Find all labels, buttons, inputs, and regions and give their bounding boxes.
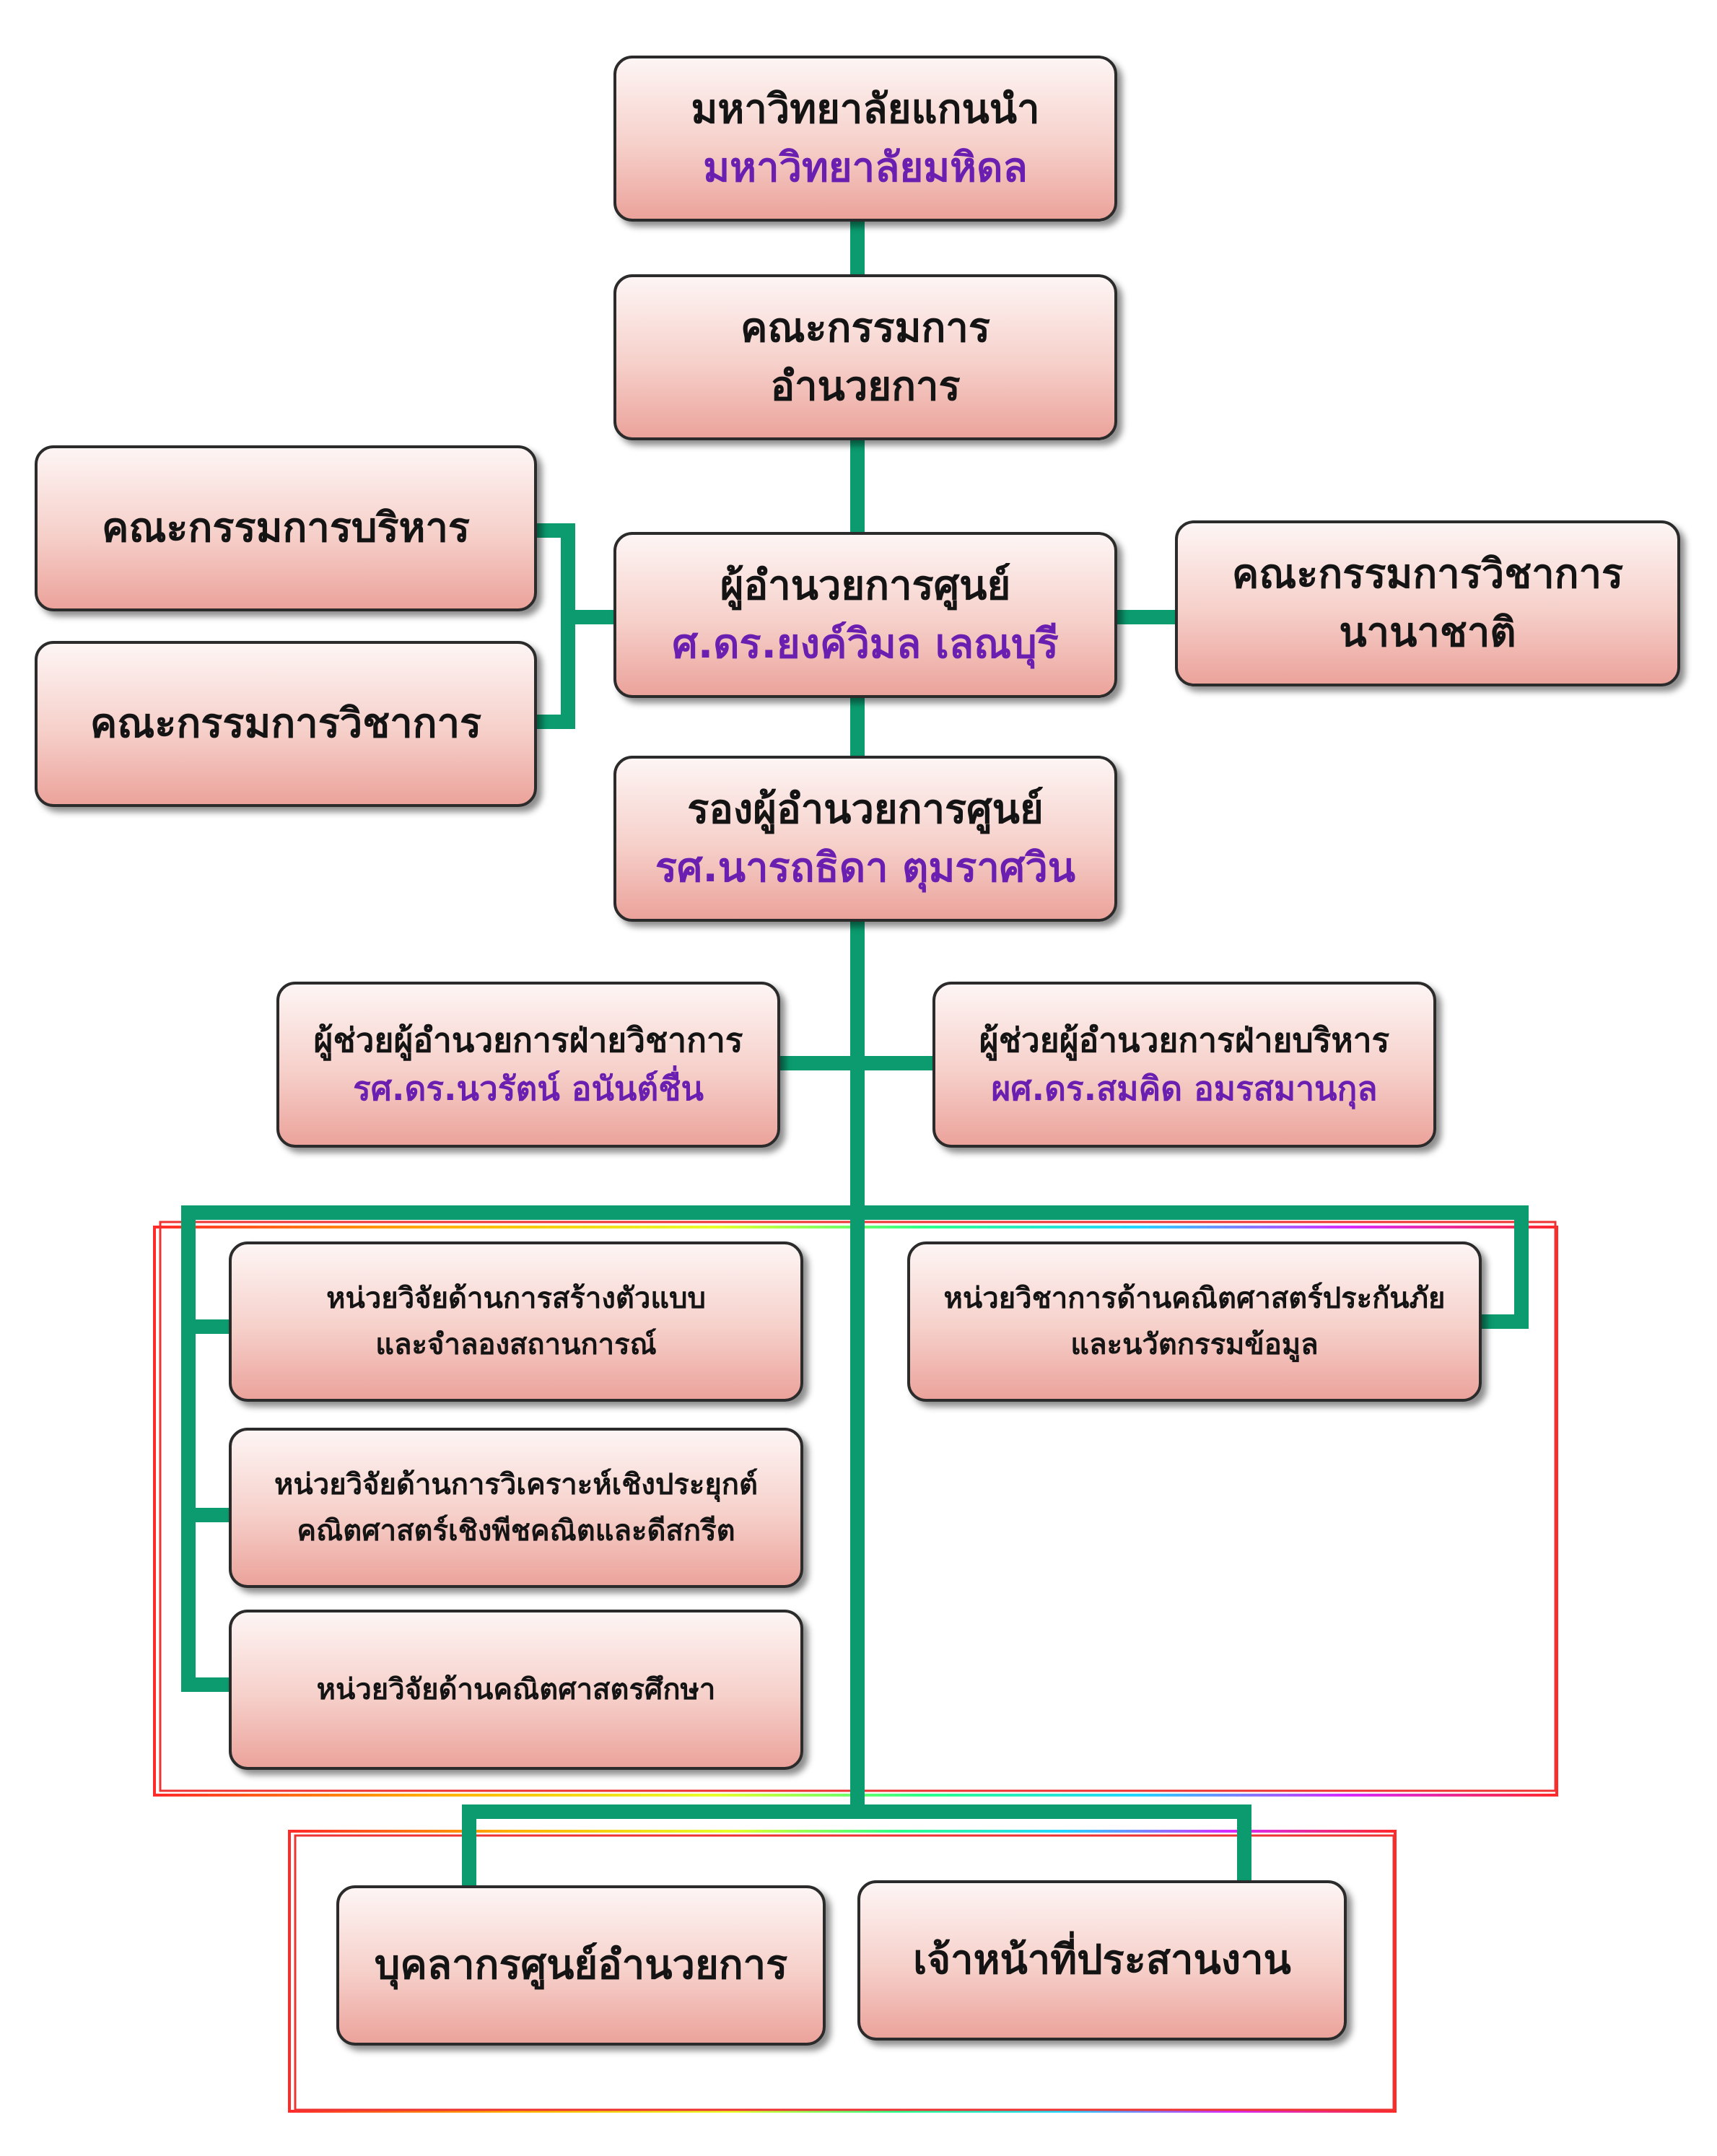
deputy-title: รองผู้อำนวยการศูนย์ (687, 785, 1044, 833)
intl-committee-line1: คณะกรรมการวิชาการ (1231, 550, 1624, 598)
lead-university-title: มหาวิทยาลัยแกนนำ (691, 85, 1040, 133)
asst-academic-box: ผู้ช่วยผู้อำนวยการฝ่ายวิชาการ รศ.ดร.นวรั… (276, 982, 780, 1148)
unit-actuarial-line2: และนวัตกรรมข้อมูล (1070, 1328, 1319, 1361)
unit-applied-line2: คณิตศาสตร์เชิงพีชคณิตและดีสกรีต (297, 1514, 735, 1548)
unit-modeling-line2: และจำลองสถานการณ์ (375, 1328, 657, 1361)
unit-modeling-line1: หน่วยวิจัยด้านการสร้างตัวแบบ (326, 1282, 706, 1315)
director-box: ผู้อำนวยการศูนย์ ศ.ดร.ยงค์วิมล เลณบุรี (613, 532, 1117, 698)
director-title: ผู้อำนวยการศูนย์ (720, 562, 1011, 609)
unit-education-title: หน่วยวิจัยด้านคณิตศาสตรศึกษา (316, 1673, 716, 1706)
deputy-name: รศ.นารถธิดา ตุมราศวิน (655, 844, 1076, 891)
board-line1: คณะกรรมการ (740, 304, 990, 352)
board-line2: อำนวยการ (770, 363, 961, 410)
unit-applied-line1: หน่วยวิจัยด้านการวิเคราะห์เชิงประยุกต์ (274, 1468, 758, 1501)
unit-education-box: หน่วยวิจัยด้านคณิตศาสตรศึกษา (229, 1610, 803, 1770)
exec-committee-title: คณะกรรมการบริหาร (102, 505, 470, 552)
unit-actuarial-line1: หน่วยวิชาการด้านคณิตศาสตร์ประกันภัย (943, 1282, 1446, 1315)
board-box: คณะกรรมการ อำนวยการ (613, 274, 1117, 440)
lead-university-name: มหาวิทยาลัยมหิดล (703, 144, 1028, 191)
exec-committee-box: คณะกรรมการบริหาร (35, 445, 537, 611)
rainbow-frame-staff (288, 1830, 1397, 2113)
left-committee-bracket (534, 523, 575, 729)
staff-title: บุคลากรศูนย์อำนวยการ (374, 1942, 788, 1989)
units-bus (188, 1205, 1529, 1329)
deputy-box: รองผู้อำนวยการศูนย์ รศ.นารถธิดา ตุมราศวิ… (613, 756, 1117, 922)
asst-academic-name: รศ.ดร.นวรัตน์ อนันต์ชื่น (353, 1069, 704, 1108)
coordinator-box: เจ้าหน้าที่ประสานงาน (857, 1880, 1347, 2041)
unit-actuarial-box: หน่วยวิชาการด้านคณิตศาสตร์ประกันภัย และน… (907, 1241, 1482, 1402)
director-name: ศ.ดร.ยงค์วิมล เลณบุรี (672, 621, 1059, 668)
coordinator-title: เจ้าหน้าที่ประสานงาน (913, 1937, 1291, 1984)
staff-bus (462, 1804, 1251, 1891)
unit-modeling-box: หน่วยวิจัยด้านการสร้างตัวแบบ และจำลองสถา… (229, 1241, 803, 1402)
asst-admin-title: ผู้ช่วยผู้อำนวยการฝ่ายบริหาร (979, 1021, 1390, 1060)
asst-academic-title: ผู้ช่วยผู้อำนวยการฝ่ายวิชาการ (313, 1021, 743, 1060)
asst-admin-name: ผศ.ดร.สมคิด อมรสมานกุล (991, 1069, 1378, 1108)
unit-applied-box: หน่วยวิจัยด้านการวิเคราะห์เชิงประยุกต์ ค… (229, 1428, 803, 1588)
asst-admin-box: ผู้ช่วยผู้อำนวยการฝ่ายบริหาร ผศ.ดร.สมคิด… (932, 982, 1436, 1148)
intl-committee-line2: นานาชาติ (1339, 609, 1516, 656)
academic-committee-box: คณะกรรมการวิชาการ (35, 641, 537, 807)
staff-box: บุคลากรศูนย์อำนวยการ (336, 1885, 826, 2046)
academic-committee-title: คณะกรรมการวิชาการ (89, 700, 482, 748)
intl-committee-box: คณะกรรมการวิชาการ นานาชาติ (1175, 520, 1680, 686)
lead-university-box: มหาวิทยาลัยแกนนำ มหาวิทยาลัยมหิดล (613, 56, 1117, 222)
